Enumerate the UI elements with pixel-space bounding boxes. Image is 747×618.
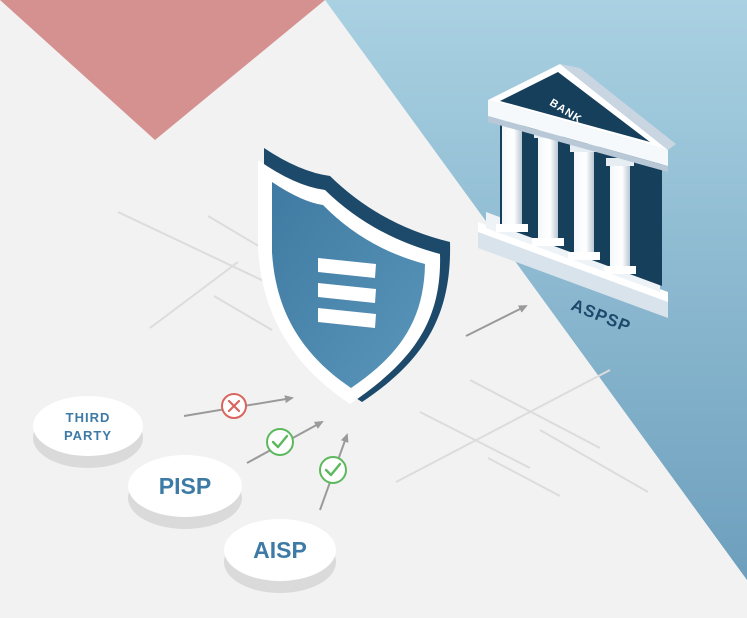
bank-pillars [496, 116, 636, 274]
red-corner-shape [0, 0, 325, 140]
third-party-label-line1: THIRD [66, 410, 111, 425]
third-party-node: THIRD PARTY [33, 396, 143, 468]
aisp-node: AISP [224, 519, 336, 593]
check-icon [319, 456, 347, 484]
third-party-label-line2: PARTY [64, 428, 112, 443]
arrow-shield-to-bank [465, 305, 528, 337]
cross-icon [221, 393, 247, 419]
aisp-label: AISP [253, 537, 307, 563]
pisp-label: PISP [159, 473, 211, 499]
pisp-node: PISP [128, 455, 242, 529]
background-grid-lines [117, 211, 649, 497]
bank-building-icon [478, 64, 676, 318]
shield-icon [258, 148, 451, 404]
shield-bars-icon [318, 258, 376, 328]
check-icon [266, 428, 294, 456]
